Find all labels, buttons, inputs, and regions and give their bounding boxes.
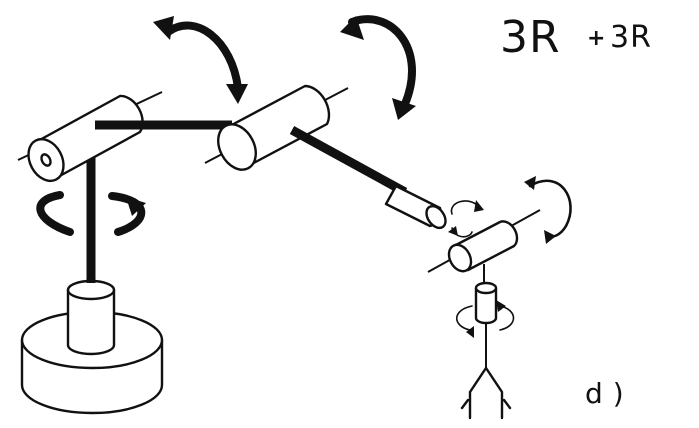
figure-title-plus: + <box>587 26 606 51</box>
forearm-link <box>289 126 408 196</box>
wrist-rotation-arrows <box>448 200 484 238</box>
base-rotation-arrow <box>36 191 146 236</box>
elbow-rotation-arrow <box>340 15 416 120</box>
shoulder-rotation-arrow <box>153 16 248 104</box>
gripper-rotation-arrow <box>455 300 515 338</box>
shoulder-joint <box>17 91 163 183</box>
wrist-roll-joint <box>384 184 447 230</box>
elbow-joint <box>204 84 349 171</box>
robot-base <box>20 279 164 415</box>
wrist-pitch-joint <box>427 209 541 273</box>
gripper-assembly <box>460 264 512 420</box>
panel-label: d) <box>585 377 634 410</box>
figure-title-3r: 3R <box>500 12 561 63</box>
figure-title-3r-small: 3R <box>610 20 652 55</box>
wrist-pitch-rotation-arrow <box>524 176 572 244</box>
